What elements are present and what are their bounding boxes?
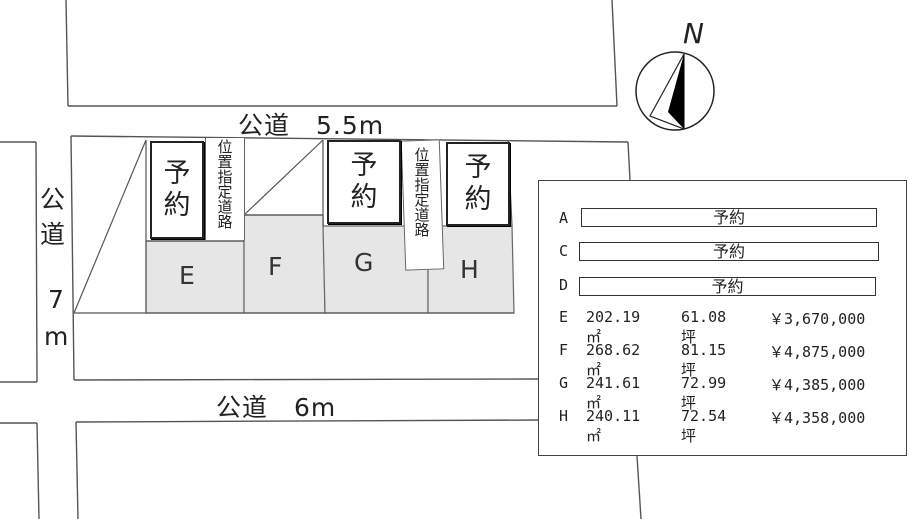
legend-area: 241.61㎡: [586, 374, 641, 412]
lot-diagonal: [243, 139, 324, 216]
legend-tsubo: 72.99坪: [681, 374, 727, 412]
reserved-char: 約: [350, 182, 378, 213]
road-label-left-1: 公: [40, 185, 67, 214]
legend-row-f: F 268.62㎡ 81.15坪 ￥4,875,000: [559, 341, 865, 379]
road-edge: [35, 141, 38, 383]
legend-row-a: A: [559, 209, 568, 227]
private-road-label-1: 位置指定道路: [217, 138, 233, 231]
legend-status-a: 予約: [581, 208, 877, 227]
legend-row-c: C: [559, 242, 568, 260]
legend-price: ￥4,875,000: [769, 343, 866, 361]
compass-icon: [635, 51, 715, 131]
lot-label-g: G: [354, 248, 374, 277]
legend-tsubo: 81.15坪: [681, 341, 727, 379]
legend-area: 202.19㎡: [586, 308, 641, 346]
legend-id: C: [559, 242, 569, 260]
reserved-char: 予: [163, 158, 191, 189]
reserved-char: 約: [464, 184, 492, 215]
north-label: N: [683, 17, 704, 50]
reserved-lot-d: 予 約: [446, 142, 510, 226]
legend-row-g: G 241.61㎡ 72.99坪 ￥4,385,000: [559, 374, 865, 412]
legend-id: E: [559, 308, 569, 326]
legend-price: ￥3,670,000: [769, 310, 866, 328]
reserved-lot-a: 予 約: [150, 141, 204, 239]
road-edge: [36, 422, 40, 519]
lot-label-f: F: [268, 252, 283, 281]
legend-row-e: E 202.19㎡ 61.08坪 ￥3,670,000: [559, 308, 865, 346]
lot-label-h: H: [460, 255, 479, 284]
reserved-lot-c: 予 約: [327, 140, 401, 224]
road-label-bottom: 公道 6m: [216, 393, 337, 422]
private-road-strip-1: [205, 138, 245, 240]
legend-id: D: [559, 276, 569, 294]
legend-status-d: 予約: [579, 277, 876, 296]
legend-id: F: [559, 341, 569, 359]
legend-status-c: 予約: [579, 242, 879, 261]
lot-e-shape: [145, 240, 245, 314]
legend-row-h: H 240.11㎡ 72.54坪 ￥4,358,000: [559, 407, 865, 445]
legend-area: 268.62㎡: [586, 341, 641, 379]
road-edge: [75, 421, 79, 519]
road-label-top: 公道 5.5m: [238, 111, 385, 140]
block-edge: [70, 135, 629, 143]
legend-price: ￥4,385,000: [769, 376, 866, 394]
lot-label-e: E: [179, 261, 195, 290]
block-edge: [73, 378, 541, 381]
block-edge: [70, 135, 75, 381]
road-edge: [636, 455, 642, 519]
road-label-left-2: 道: [40, 220, 67, 249]
legend-row-d: D: [559, 276, 568, 294]
reserved-char: 予: [464, 152, 492, 183]
legend-id: G: [559, 374, 569, 392]
legend-tsubo: 72.54坪: [681, 407, 727, 445]
legend-price: ￥4,358,000: [769, 409, 866, 427]
road-edge: [75, 419, 541, 423]
reserved-char: 予: [350, 150, 378, 181]
road-edge: [611, 0, 618, 107]
road-label-left-3: 7: [48, 285, 65, 314]
lot-f-shape: [243, 214, 326, 314]
reserved-char: 約: [163, 190, 191, 221]
legend-id: H: [559, 407, 569, 425]
road-edge: [65, 0, 69, 107]
private-road-label-2: 位置指定道路: [414, 146, 430, 239]
legend-area: 240.11㎡: [586, 407, 641, 445]
lot-diagonal: [73, 139, 147, 314]
legend-tsubo: 61.08坪: [681, 308, 727, 346]
lot-legend: A 予約 C 予約 D 予約 E 202.19㎡ 61.08坪 ￥3,670,0…: [538, 180, 907, 456]
legend-id: A: [559, 209, 569, 227]
road-label-left-4: m: [44, 322, 70, 351]
block-edge: [627, 141, 631, 181]
